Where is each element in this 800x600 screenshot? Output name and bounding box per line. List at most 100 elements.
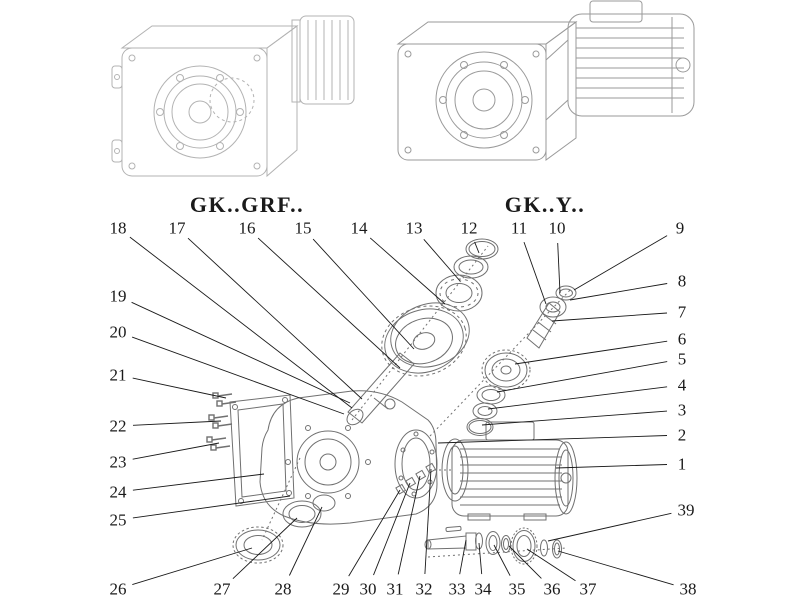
- flange-fasteners: [395, 462, 437, 495]
- part-number-17: 17: [168, 218, 186, 238]
- leader-line-21: [132, 377, 227, 399]
- part-number-10: 10: [548, 218, 566, 238]
- part-number-32: 32: [415, 579, 433, 599]
- output-gear-ring: [232, 526, 284, 564]
- variant-title-gk-grf: GK..GRF..: [189, 192, 305, 217]
- shim-ring: [282, 494, 336, 528]
- part-number-16: 16: [238, 218, 256, 238]
- part-number-38: 38: [679, 579, 697, 599]
- ribbed-input-cover: [291, 15, 355, 105]
- leader-line-27: [232, 517, 298, 580]
- part-number-18: 18: [109, 218, 127, 238]
- leader-line-24: [132, 473, 265, 491]
- output-shaft-assembly: [424, 525, 562, 565]
- leader-line-5: [496, 361, 668, 393]
- part-number-37: 37: [579, 579, 597, 599]
- input-pinion-shaft: [526, 302, 561, 349]
- part-number-33: 33: [448, 579, 466, 599]
- cover-bolts: [206, 392, 237, 451]
- part-number-34: 34: [474, 579, 492, 599]
- leader-lines: [129, 235, 674, 586]
- part-number-11: 11: [510, 218, 528, 238]
- leader-line-30: [373, 482, 411, 576]
- leader-line-31: [397, 475, 421, 575]
- electric-motor: [545, 0, 695, 122]
- motor-terminal-box: [485, 421, 535, 441]
- input-washer: [476, 385, 506, 405]
- part-number-26: 26: [109, 579, 127, 599]
- output-flange: [435, 51, 533, 149]
- part-number-25: 25: [109, 510, 127, 530]
- leader-line-23: [132, 442, 220, 460]
- leader-line-35: [493, 544, 511, 576]
- leader-line-12: [474, 241, 480, 254]
- part-number-8: 8: [677, 271, 687, 291]
- snap-ring: [465, 238, 499, 260]
- input-bearing: [539, 296, 567, 318]
- part-number-2: 2: [677, 425, 687, 445]
- motor-foot: [523, 513, 547, 521]
- housing-boss: [384, 398, 396, 410]
- terminal-box: [589, 0, 643, 23]
- motor-foot: [467, 513, 491, 521]
- leader-line-19: [131, 301, 351, 404]
- small-bearing: [472, 402, 498, 420]
- corner-bolts: [404, 50, 540, 154]
- leader-line-7: [551, 312, 668, 322]
- leader-line-15: [312, 238, 415, 350]
- gearbox-right-face: [545, 21, 577, 161]
- leader-line-1: [555, 464, 668, 469]
- internal-gear-hint: [209, 77, 255, 123]
- part-number-30: 30: [359, 579, 377, 599]
- leader-line-18: [129, 236, 353, 409]
- part-number-3: 3: [677, 400, 687, 420]
- leader-line-22: [132, 420, 222, 426]
- leader-line-3: [481, 410, 668, 426]
- part-number-15: 15: [294, 218, 312, 238]
- leader-line-6: [514, 340, 668, 365]
- leader-line-26: [132, 547, 253, 586]
- leader-line-38: [557, 550, 674, 586]
- leader-line-9: [573, 235, 668, 291]
- part-number-6: 6: [677, 329, 687, 349]
- part-number-21: 21: [109, 365, 127, 385]
- leader-line-33: [459, 539, 467, 575]
- input-ring: [555, 285, 577, 301]
- part-number-24: 24: [109, 482, 127, 502]
- leader-line-39: [547, 512, 672, 542]
- exploded-view: [206, 238, 578, 565]
- part-number-22: 22: [109, 416, 127, 436]
- drawing-gk-y: [396, 0, 695, 161]
- leader-line-36: [508, 545, 542, 579]
- part-number-29: 29: [332, 579, 350, 599]
- part-number-35: 35: [508, 579, 526, 599]
- variant-title-gk-y: GK..Y..: [504, 192, 586, 217]
- gear-housing: [259, 390, 438, 525]
- leader-line-32: [424, 468, 432, 575]
- part-number-19: 19: [109, 286, 127, 306]
- leader-line-20: [131, 336, 345, 415]
- mounting-tabs: [111, 65, 123, 163]
- part-number-9: 9: [675, 218, 685, 238]
- side-cover-plate: [229, 394, 295, 507]
- fan-cover-hub: [675, 57, 691, 73]
- leader-line-8: [569, 283, 668, 301]
- leader-line-4: [487, 386, 668, 410]
- leader-line-17: [187, 237, 363, 400]
- leader-line-28: [288, 506, 323, 576]
- part-number-27: 27: [213, 579, 231, 599]
- part-number-4: 4: [677, 375, 687, 395]
- gearbox-front-face: [121, 47, 268, 177]
- part-number-20: 20: [109, 322, 127, 342]
- leader-line-29: [348, 489, 401, 577]
- part-number-23: 23: [109, 452, 127, 472]
- leader-line-14: [369, 237, 446, 305]
- part-number-36: 36: [543, 579, 561, 599]
- part-number-31: 31: [386, 579, 404, 599]
- output-flange: [153, 65, 247, 159]
- part-number-39: 39: [677, 500, 695, 520]
- leader-line-37: [526, 548, 576, 582]
- part-number-13: 13: [405, 218, 423, 238]
- part-number-12: 12: [460, 218, 478, 238]
